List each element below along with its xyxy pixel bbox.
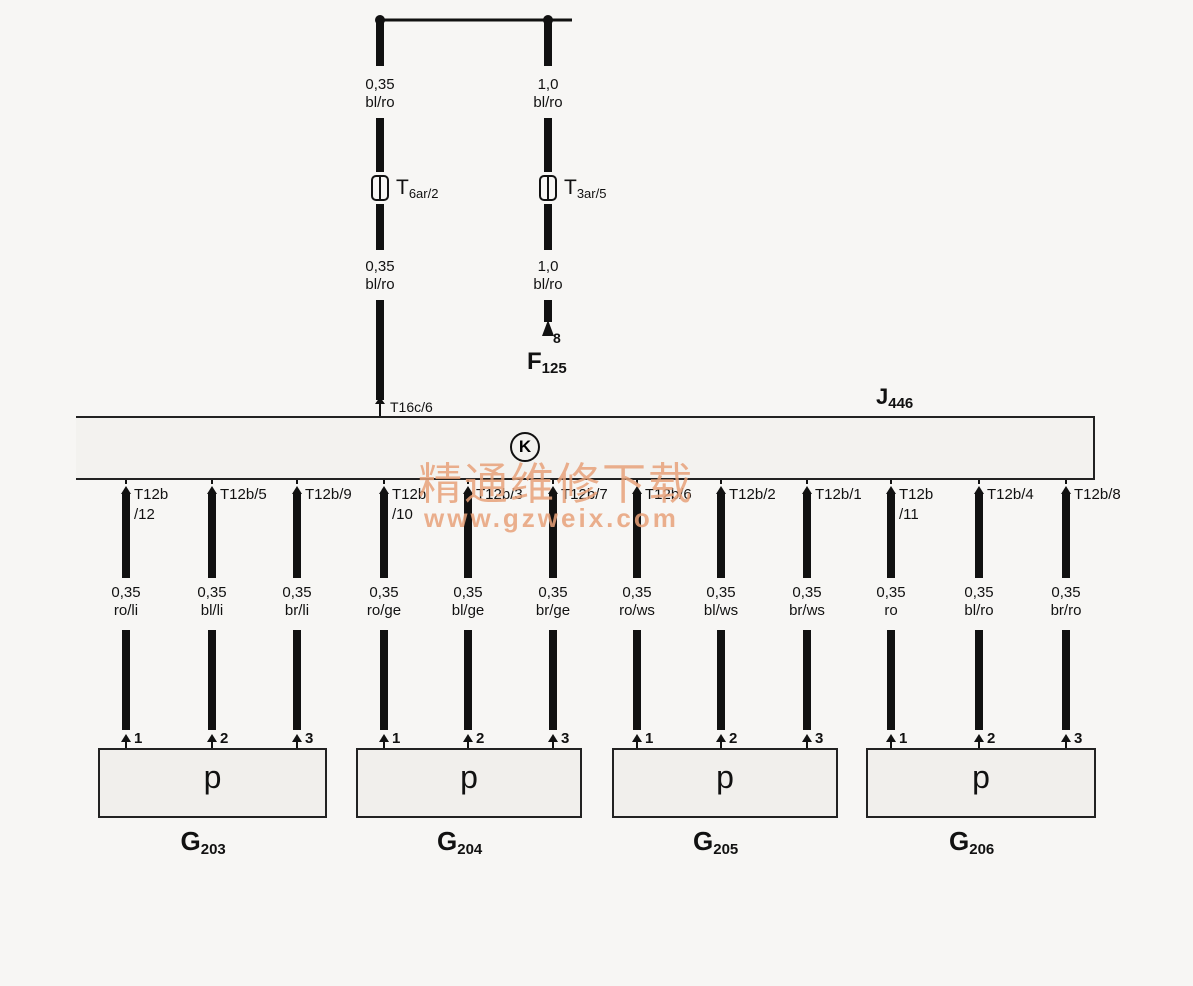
wire-color-label: bl/ge <box>451 602 485 619</box>
sensor-label: G206 <box>949 826 995 858</box>
branch-connector-label: T12b/1 <box>815 486 862 503</box>
wire-color-label: bl/ro <box>365 276 395 293</box>
pin-number: 2 <box>476 730 485 747</box>
wire-color-label: ro <box>884 602 898 619</box>
wire-color-label: bl/li <box>200 602 224 619</box>
branch-connector-label: T12b/2 <box>729 486 776 503</box>
branch-wire <box>379 480 389 748</box>
branch-connector-label: T12b <box>392 486 427 503</box>
branch-connector-label: T12b/3 <box>476 486 523 503</box>
connector-t3ar5-label: T3ar/5 <box>564 176 607 201</box>
pin-number: 1 <box>645 730 654 747</box>
branch-connector-label: T12b/6 <box>645 486 692 503</box>
branch-wire <box>207 480 217 748</box>
branch-connector-label: T12b/8 <box>1074 486 1121 503</box>
wire-f125 <box>542 22 554 336</box>
wire-color-label: bl/ro <box>533 94 563 111</box>
wire-color-label: br/ro <box>1050 602 1082 619</box>
wire-color-label: ro/ge <box>366 602 402 619</box>
fuse-pin-number: 8 <box>553 330 561 346</box>
watermark-text: 精通维修下载 <box>418 459 694 510</box>
pressure-sensor-box: p <box>866 748 1096 818</box>
wire-gauge-label: 0,35 <box>365 76 395 93</box>
pin-number: 1 <box>392 730 401 747</box>
wire-gauge-label: 0,35 <box>111 584 141 601</box>
wire-color-label: ro/ws <box>619 602 655 619</box>
pin-number: 3 <box>815 730 824 747</box>
branch-connector-sublabel: /10 <box>392 506 413 523</box>
pin-number: 3 <box>305 730 314 747</box>
branch-wire <box>548 480 558 748</box>
watermark-url: www.gzweix.com <box>424 503 679 533</box>
sensor-label: G203 <box>180 826 226 858</box>
branch-connector-label: T12b/9 <box>305 486 352 503</box>
wire-gauge-label: 0,35 <box>792 584 822 601</box>
wire-color-label: br/ge <box>535 602 571 619</box>
wire-gauge-label: 1,0 <box>537 76 559 93</box>
branch-wire <box>121 480 131 748</box>
branch-connector-label: T12b/7 <box>561 486 608 503</box>
sensor-label: G204 <box>437 826 483 858</box>
pressure-symbol: p <box>203 759 222 795</box>
pin-number: 2 <box>729 730 738 747</box>
pin-number: 3 <box>1074 730 1083 747</box>
branch-wire <box>292 480 302 748</box>
pressure-sensor-box: p <box>98 748 327 818</box>
wire-color-label: bl/ws <box>703 602 739 619</box>
branch-wire <box>716 480 726 748</box>
connector-t6ar2-symbol <box>371 175 389 201</box>
control-unit-symbol: K <box>510 432 540 462</box>
wire-color-label: bl/ro <box>365 94 395 111</box>
pressure-symbol: p <box>716 759 734 795</box>
wire-color-label: bl/ro <box>533 276 563 293</box>
branch-wire <box>974 480 984 748</box>
control-unit-j446-label: J446 <box>876 384 914 412</box>
branch-wire <box>632 480 642 748</box>
wire-gauge-label: 0,35 <box>282 584 312 601</box>
wire-gauge-label: 0,35 <box>538 584 568 601</box>
connector-t6ar2-label: T6ar/2 <box>396 176 439 201</box>
branch-connector-sublabel: /11 <box>899 506 919 523</box>
wire-color-label: ro/li <box>113 602 139 619</box>
wire-gauge-label: 1,0 <box>537 258 559 275</box>
pin-number: 2 <box>220 730 229 747</box>
pin-number: 1 <box>899 730 908 747</box>
pressure-symbol: p <box>972 759 990 795</box>
wire-gauge-label: 0,35 <box>369 584 399 601</box>
connector-t16c6-label: T16c/6 <box>390 399 433 415</box>
control-unit-j446-box <box>76 416 1095 480</box>
wire-color-label: br/li <box>284 602 310 619</box>
wire-gauge-label: 0,35 <box>197 584 227 601</box>
fuse-f125-label: F125 <box>527 348 567 377</box>
branch-connector-label: T12b <box>134 486 169 503</box>
wire-color-label: bl/ro <box>964 602 994 619</box>
branch-connector-label: T12b/5 <box>220 486 267 503</box>
branch-connector-label: T12b/4 <box>987 486 1034 503</box>
wire-t16c6 <box>375 22 385 416</box>
wire-gauge-label: 0,35 <box>453 584 483 601</box>
branch-wire <box>886 480 896 748</box>
wire-gauge-label: 0,35 <box>1051 584 1081 601</box>
pressure-symbol: p <box>460 759 478 795</box>
pin-number: 3 <box>561 730 570 747</box>
branch-connector-label: T12b <box>899 486 934 503</box>
wire-gauge-label: 0,35 <box>365 258 395 275</box>
branch-connector-sublabel: /12 <box>134 506 155 523</box>
wire-gauge-label: 0,35 <box>706 584 736 601</box>
wire-gauge-label: 0,35 <box>964 584 994 601</box>
branch-wire <box>463 480 473 748</box>
pin-number: 2 <box>987 730 996 747</box>
branch-wire <box>1061 480 1071 748</box>
wire-gauge-label: 0,35 <box>876 584 906 601</box>
pressure-sensor-box: p <box>612 748 838 818</box>
wire-color-label: br/ws <box>789 602 825 619</box>
wire-gauge-label: 0,35 <box>622 584 652 601</box>
branch-wire <box>802 480 812 748</box>
branch-wire-group <box>121 480 1071 748</box>
pin-number: 1 <box>134 730 143 747</box>
pressure-sensor-box: p <box>356 748 582 818</box>
connector-t3ar5-symbol <box>539 175 557 201</box>
sensor-label: G205 <box>693 826 739 858</box>
